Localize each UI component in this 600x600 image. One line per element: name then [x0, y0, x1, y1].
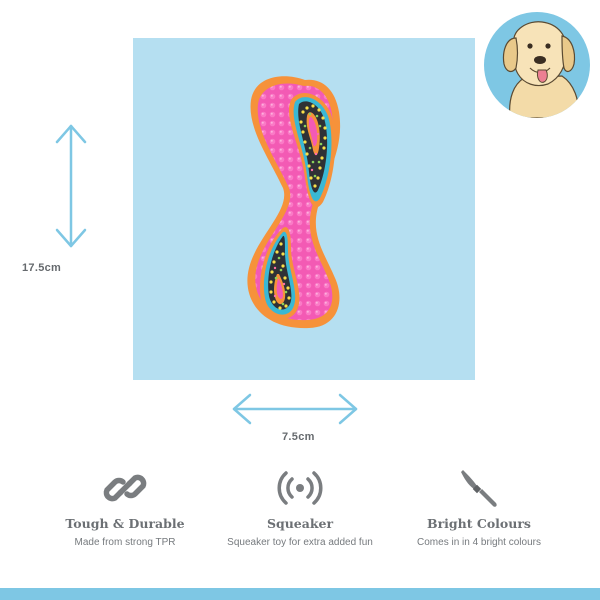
- height-arrow-icon: [55, 124, 87, 248]
- feature-squeaker: Squeaker Squeaker toy for extra added fu…: [205, 466, 395, 548]
- feature-description: Comes in in 4 bright colours: [417, 537, 541, 548]
- feature-description: Made from strong TPR: [74, 537, 176, 548]
- height-dimension-label: 17.5cm: [22, 262, 62, 274]
- chain-link-icon: [103, 474, 147, 502]
- bone-toy-image: [247, 76, 341, 329]
- paintbrush-icon: [461, 470, 497, 507]
- bottom-accent-bar: [0, 588, 600, 600]
- width-arrow-icon: [232, 393, 358, 425]
- feature-description: Squeaker toy for extra added fun: [227, 537, 373, 548]
- feature-title: Bright Colours: [427, 516, 531, 531]
- feature-title: Tough & Durable: [65, 516, 185, 531]
- width-dimension-label: 7.5cm: [282, 431, 315, 443]
- speaker-waves-icon: [277, 471, 323, 505]
- dog-avatar: [484, 12, 590, 118]
- product-image-panel: [133, 38, 475, 380]
- feature-title: Squeaker: [266, 516, 334, 531]
- feature-tough-durable: Tough & Durable Made from strong TPR: [30, 466, 220, 548]
- dog-illustration: [502, 21, 579, 118]
- feature-bright-colours: Bright Colours Comes in in 4 bright colo…: [384, 466, 574, 548]
